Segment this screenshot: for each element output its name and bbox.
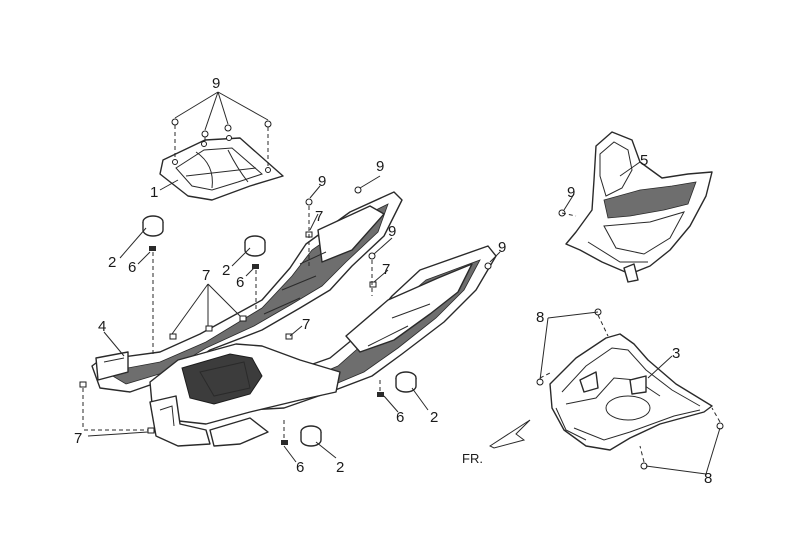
callout-7-c: 7: [202, 267, 210, 284]
leader-lines: [87, 91, 721, 475]
callout-2-c: 2: [430, 409, 438, 426]
callout-1: 1: [150, 184, 158, 201]
callout-numbers: 9 1 9 9 7 9 7 9 5 9 2 6 2 6 7 4 7 8 3 7 …: [74, 75, 712, 487]
callout-6-c: 6: [396, 409, 404, 426]
callout-3: 3: [672, 345, 680, 362]
part-1-floor-cover: [159, 137, 284, 201]
callout-9-e: 9: [567, 184, 575, 201]
assembly-lines: [82, 125, 721, 463]
callout-9-d: 9: [498, 239, 506, 256]
callout-7-e: 7: [74, 430, 82, 447]
callout-6-d: 6: [296, 459, 304, 476]
part-5-inner-cover: [565, 131, 713, 283]
callout-9-c: 9: [388, 223, 396, 240]
callout-6-b: 6: [236, 274, 244, 291]
callout-7-b: 7: [382, 261, 390, 278]
callout-8-a: 8: [536, 309, 544, 326]
callout-7-d: 7: [302, 316, 310, 333]
callout-8-b: 8: [704, 470, 712, 487]
part-3-lower-cover: [549, 333, 713, 451]
callout-2-a: 2: [108, 254, 116, 271]
callout-2-b: 2: [222, 262, 230, 279]
callout-5: 5: [640, 152, 648, 169]
callout-6-a: 6: [128, 259, 136, 276]
fr-label: FR.: [462, 451, 483, 466]
callout-7-a: 7: [315, 208, 323, 225]
fasteners: [79, 118, 724, 470]
callout-9-a: 9: [376, 158, 384, 175]
rubber-plugs: [142, 215, 417, 447]
callout-9-top: 9: [212, 75, 220, 92]
front-direction-indicator: FR.: [462, 419, 531, 466]
part-4-floor-panel: [91, 191, 497, 447]
callout-9-b: 9: [318, 173, 326, 190]
callout-4: 4: [98, 318, 106, 335]
callout-2-d: 2: [336, 459, 344, 476]
